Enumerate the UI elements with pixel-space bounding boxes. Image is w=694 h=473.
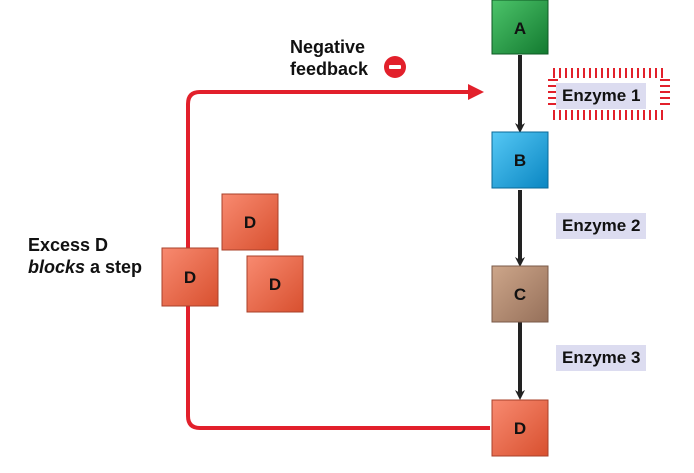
- excess-d-box-3: D: [246, 255, 304, 313]
- enzyme-3-label: Enzyme 3: [556, 345, 647, 371]
- excess-d-label-line1: Excess D: [28, 235, 109, 255]
- molecule-box-c: C: [491, 265, 549, 323]
- excess-d-label-line2: blocks a step: [28, 256, 142, 278]
- molecule-label-a: A: [514, 19, 526, 38]
- excess-d-box-1: D: [221, 193, 279, 251]
- feedback-arrowhead: [468, 84, 484, 100]
- molecule-label-d: D: [514, 419, 526, 438]
- molecule-box-b: B: [491, 131, 549, 189]
- molecule-label-b: B: [514, 151, 526, 170]
- excess-d-label: Excess D blocks a step: [28, 234, 142, 278]
- enzyme-2-label: Enzyme 2: [556, 213, 647, 239]
- feedback-label: Negative feedback: [290, 36, 368, 80]
- minus-circle-icon: [384, 56, 406, 78]
- molecule-label-c: C: [514, 285, 526, 304]
- excess-d-box-2: D: [161, 247, 219, 307]
- molecule-box-a: A: [491, 0, 549, 55]
- excess-d-label-rest: a step: [85, 257, 143, 277]
- feedback-label-line1: Negative: [290, 37, 366, 57]
- excess-d-label-3: D: [269, 275, 281, 294]
- feedback-loop-line: [186, 90, 490, 430]
- feedback-label-line2: feedback: [290, 59, 369, 79]
- excess-d-label-2: D: [184, 268, 196, 287]
- excess-d-label-1: D: [244, 213, 256, 232]
- enzyme-1-label: Enzyme 1: [556, 83, 647, 109]
- excess-d-label-emphasis: blocks: [28, 257, 86, 277]
- molecule-box-d: D: [491, 399, 549, 457]
